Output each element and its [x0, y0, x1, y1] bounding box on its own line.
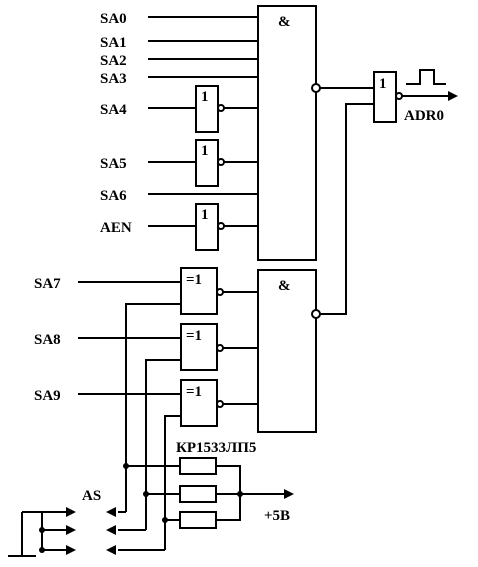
xor-gate-sa7-inversion [216, 288, 224, 296]
label-sa6: SA6 [100, 188, 127, 204]
xor-gate-sa9-inversion [216, 400, 224, 408]
label-sa3: SA3 [100, 71, 127, 87]
xor-gate-sa8-symbol: =1 [186, 328, 202, 344]
wire-xor-sa7-switch [125, 303, 181, 512]
and-gate-upper [257, 5, 317, 261]
label-sa8: SA8 [34, 332, 61, 348]
label-aen: AEN [100, 220, 132, 236]
jumper-junction-1 [39, 527, 45, 533]
and-gate-upper-symbol: & [278, 14, 291, 30]
xor-gate-sa8-inversion [216, 344, 224, 352]
adr0-pulse-icon [406, 69, 446, 85]
resistor-2 [179, 485, 217, 503]
plus5v-arrow-icon [284, 489, 294, 499]
junction-r2 [143, 491, 149, 497]
and-gate-lower-inversion [311, 309, 321, 319]
xor-gate-sa9-symbol: =1 [186, 384, 202, 400]
label-adr0: ADR0 [404, 108, 444, 124]
label-sa4: SA4 [100, 102, 127, 118]
not-gate-aen-inversion [217, 222, 225, 230]
label-sa7: SA7 [34, 276, 61, 292]
xor-gate-sa8 [180, 323, 218, 371]
junction-r1 [123, 463, 129, 469]
label-sa5: SA5 [100, 156, 127, 172]
and-gate-lower-symbol: & [278, 278, 291, 294]
xor-gate-sa7-symbol: =1 [186, 272, 202, 288]
jumper-arrow-3-icon [66, 545, 76, 555]
wire-and-lower-out [320, 103, 374, 315]
resistor-3 [179, 511, 217, 529]
and-gate-upper-inversion [311, 83, 321, 93]
xor-gate-sa7 [180, 267, 218, 315]
or-gate-output-symbol: 1 [379, 76, 387, 92]
not-gate-sa4-inversion [217, 104, 225, 112]
as-arrow-3-icon [106, 545, 116, 555]
label-sa0: SA0 [100, 11, 127, 27]
label-plus5v: +5В [264, 508, 290, 524]
jumper-arrow-1-icon [66, 507, 76, 517]
wire-xor-sa8-switch [145, 359, 181, 530]
as-arrow-2-icon [106, 525, 116, 535]
wire-xor-sa9-switch [164, 415, 181, 550]
not-gate-aen-symbol: 1 [201, 207, 209, 223]
and-gate-lower [257, 269, 317, 433]
label-sa1: SA1 [100, 35, 127, 51]
xor-gate-sa9 [180, 379, 218, 427]
adr0-arrow-icon [448, 91, 458, 101]
junction-plus5v [237, 491, 243, 497]
not-gate-sa5-symbol: 1 [201, 143, 209, 159]
chip-label: КР1533ЛП5 [176, 440, 256, 456]
or-gate-output-inversion [395, 92, 403, 100]
not-gate-sa5-inversion [217, 158, 225, 166]
jumper-arrow-2-icon [66, 525, 76, 535]
label-as: AS [82, 488, 101, 504]
not-gate-sa4-symbol: 1 [201, 89, 209, 105]
jumper-junction-2 [39, 547, 45, 553]
label-sa9: SA9 [34, 388, 61, 404]
resistor-1 [179, 457, 217, 475]
as-arrow-1-icon [106, 507, 116, 517]
label-sa2: SA2 [100, 53, 127, 69]
junction-r3 [162, 517, 168, 523]
